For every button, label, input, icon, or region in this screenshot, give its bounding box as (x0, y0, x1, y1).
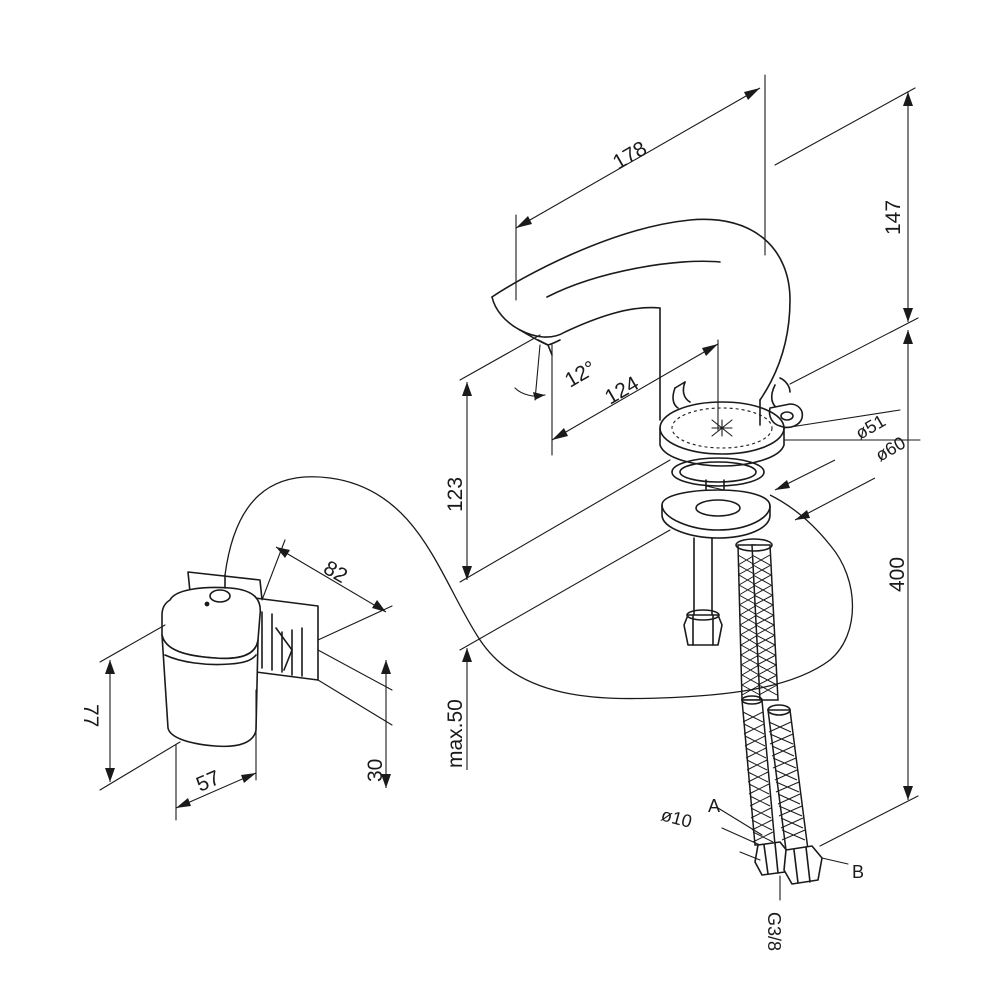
fixing-rod (683, 537, 723, 646)
dim-hose-diameter (717, 807, 849, 865)
faucet-spout (491, 218, 791, 426)
dim-max-deck (459, 529, 671, 770)
label-spout-reach: 124 (601, 372, 643, 410)
label-hose-b: B (852, 862, 864, 882)
dim-spout-height (459, 334, 671, 583)
mounting-stud (661, 457, 771, 539)
label-spout-angle: 12° (561, 357, 600, 393)
dim-spout-reach (551, 339, 719, 456)
label-box-width: 82 (320, 556, 352, 588)
label-box-offset: 30 (364, 759, 387, 782)
label-hose-length: 400 (886, 557, 909, 592)
label-box-height: 77 (79, 704, 102, 727)
dim-hose-length (819, 330, 919, 847)
sensor-lever (672, 377, 804, 429)
dim-angle (514, 344, 546, 401)
label-diameter-outer: ø60 (872, 433, 909, 466)
dim-height-top (774, 87, 919, 385)
label-height-top: 147 (882, 200, 905, 235)
label-diameter-inner: ø51 (852, 411, 889, 444)
dim-spout-length (515, 74, 766, 301)
dim-diameters (774, 409, 921, 521)
sensor-cable (224, 476, 854, 700)
label-spout-length: 178 (609, 137, 651, 174)
label-thread: G3/8 (764, 912, 784, 951)
label-spout-height: 123 (444, 477, 467, 512)
dim-box-height (99, 624, 181, 791)
label-max-deck: max.50 (444, 699, 467, 768)
base-plate (659, 401, 785, 467)
dim-box-offset (317, 649, 393, 788)
label-hose-a: A (708, 796, 720, 816)
dim-box-width (261, 539, 393, 641)
braided-hoses (735, 538, 823, 901)
label-hose-diameter: ø10 (659, 805, 694, 832)
label-box-depth: 57 (193, 766, 223, 796)
dim-box-depth (175, 689, 257, 821)
control-box (161, 571, 319, 748)
